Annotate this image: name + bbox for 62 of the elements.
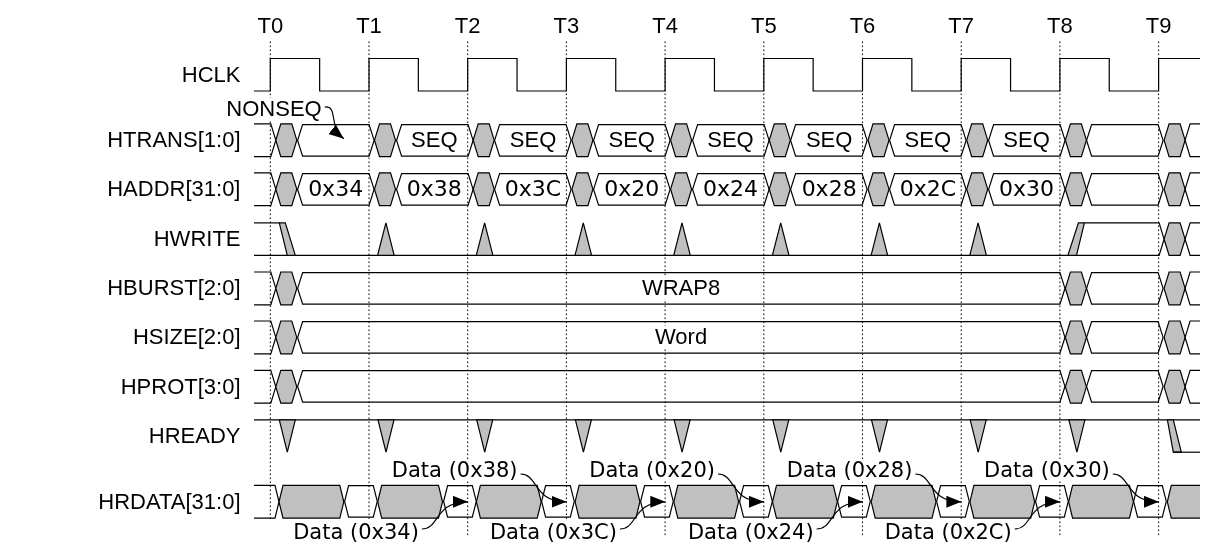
time-marker-label: T4 [652, 15, 678, 37]
bus-segment [738, 485, 773, 519]
bus-segment [837, 485, 872, 519]
signal-value-label: SEQ [1003, 129, 1050, 152]
signal-name-label: HRDATA[31:0] [98, 490, 241, 513]
callout-label: Data (0x34) [293, 521, 419, 543]
leader-arrow [421, 496, 469, 530]
leader-arrow [519, 473, 568, 507]
bus-segment [442, 485, 477, 519]
bus-segment [1034, 485, 1069, 519]
signal-value-label: SEQ [411, 129, 458, 152]
signal-name-label: HADDR[31:0] [107, 178, 241, 201]
callout-label: Data (0x38) [391, 459, 518, 481]
bus-segment [296, 123, 375, 157]
callout-label: Data (0x28) [786, 459, 913, 481]
time-marker-label: T5 [750, 15, 777, 37]
time-marker-label: T2 [454, 15, 481, 37]
signal-name-label: HREADY [148, 425, 241, 447]
signal-value-label: SEQ [608, 129, 655, 152]
callout-label: Data (0x24) [687, 521, 814, 543]
bus-segment [343, 485, 378, 519]
signal-name-label: HPROT[3:0] [120, 375, 241, 398]
callout-label: Data (0x2C) [884, 521, 1012, 543]
signal-value-label: SEQ [904, 129, 952, 152]
bus-segment [936, 485, 970, 519]
signal-value-label: Word [655, 326, 708, 349]
leader-arrow [914, 473, 962, 507]
bus-segment [1086, 123, 1165, 157]
callout-label: Data (0x30) [984, 459, 1110, 481]
signal-name-label: HBURST[2:0] [107, 277, 241, 300]
callout-label: Data (0x3C) [489, 521, 617, 543]
bus-segment [1086, 321, 1165, 354]
bus-segment [541, 485, 576, 519]
time-marker-label: T8 [1047, 15, 1073, 37]
callout-label: NONSEQ [226, 98, 322, 120]
time-marker-label: T9 [1145, 15, 1172, 37]
signal-name-label: HCLK [181, 63, 241, 86]
signal-value-label: WRAP8 [641, 277, 721, 300]
time-marker-label: T6 [849, 15, 876, 37]
signal-name-label: HSIZE[2:0] [132, 326, 241, 349]
leader-arrow [1112, 473, 1160, 507]
bus-segment [296, 370, 1066, 404]
leader-arrow [619, 496, 666, 530]
signal-name-label: HWRITE [153, 228, 241, 251]
callout-label: Data (0x20) [589, 459, 715, 481]
signal-value-label: SEQ [509, 129, 557, 152]
leader-arrow [324, 106, 345, 140]
bus-segment [639, 485, 674, 519]
signal-name-label: HTRANS[1:0] [107, 129, 241, 152]
signal-value-label: SEQ [707, 129, 754, 152]
time-marker-label: T0 [257, 15, 284, 37]
bus-segment [1133, 485, 1168, 519]
leader-arrow [717, 473, 765, 507]
time-marker-label: T1 [356, 15, 382, 37]
bus-segment [1086, 370, 1165, 404]
bus-segment [1086, 172, 1165, 206]
bus-segment [1086, 272, 1165, 305]
time-marker-label: T7 [948, 15, 975, 37]
signal-value-label: SEQ [805, 129, 853, 152]
leader-arrow [1014, 496, 1061, 530]
leader-arrow [816, 496, 864, 530]
time-marker-label: T3 [553, 15, 580, 37]
